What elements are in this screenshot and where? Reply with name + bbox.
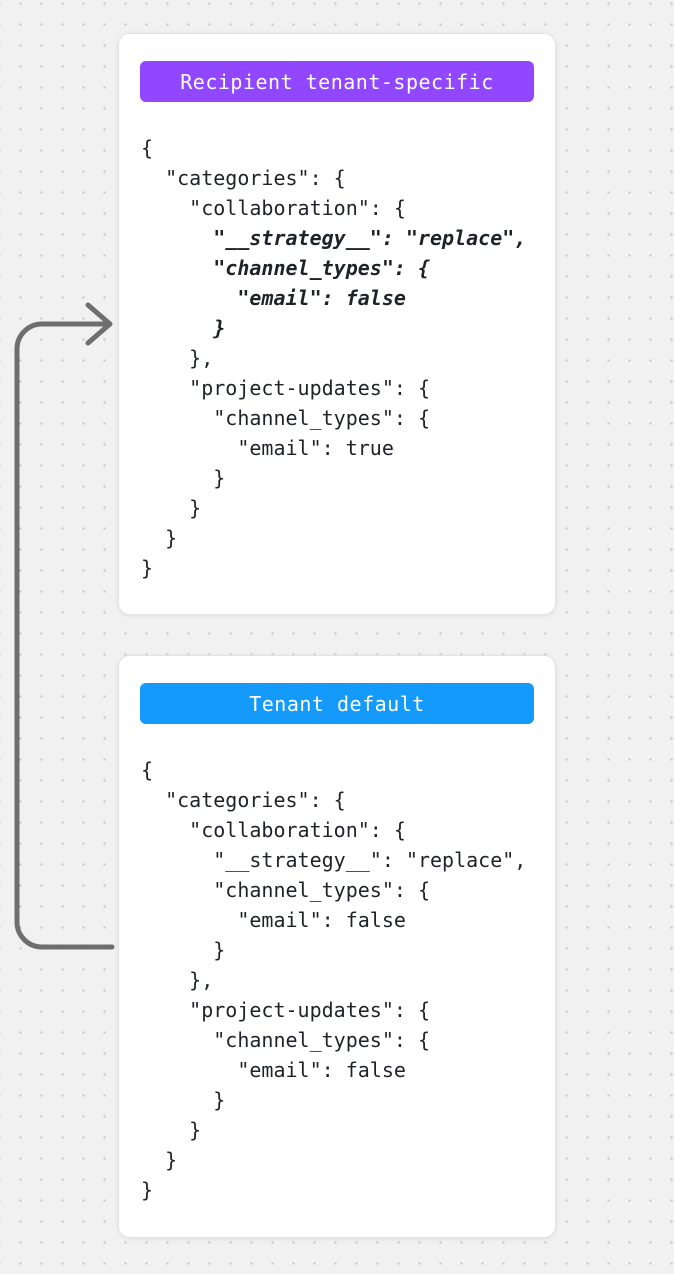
code-line: "channel_types": { (141, 256, 430, 280)
code-line: "categories": { (141, 166, 346, 190)
code-line: "collaboration": { (141, 196, 406, 220)
tenant-default-badge: Tenant default (140, 683, 534, 724)
code-line: "categories": { (141, 788, 346, 812)
code-line: }, (141, 968, 214, 992)
code-line: "email": false (141, 286, 406, 310)
code-line: } (141, 496, 202, 520)
code-line: } (141, 1178, 154, 1202)
arrow-line (14, 321, 115, 950)
code-line: } (141, 316, 226, 340)
code-line: } (141, 1148, 178, 1172)
code-line: { (141, 136, 154, 160)
code-line: }, (141, 346, 214, 370)
code-line: "project-updates": { (141, 998, 430, 1022)
merge-flow-arrow (14, 302, 115, 950)
code-line: "email": true (141, 436, 394, 460)
code-line: "project-updates": { (141, 376, 430, 400)
json-code-block-tenant-default: { "categories": { "collaboration": { "__… (141, 755, 555, 1205)
code-line: } (141, 556, 154, 580)
code-line: } (141, 526, 178, 550)
code-line: "__strategy__": "replace", (141, 226, 527, 250)
json-code-block-recipient: { "categories": { "collaboration": { "__… (141, 133, 555, 583)
code-line: "email": false (141, 908, 406, 932)
code-line: "channel_types": { (141, 878, 430, 902)
code-line: } (141, 466, 226, 490)
card-recipient-tenant-specific: Recipient tenant-specific { "categories"… (118, 33, 556, 615)
arrowhead-icon (85, 302, 113, 346)
code-line: { (141, 758, 154, 782)
card-tenant-default: Tenant default { "categories": { "collab… (118, 655, 556, 1238)
code-line: "__strategy__": "replace", (141, 848, 527, 872)
code-line: "channel_types": { (141, 1028, 430, 1052)
code-line: } (141, 1118, 202, 1142)
recipient-tenant-specific-badge: Recipient tenant-specific (140, 61, 534, 102)
code-line: } (141, 938, 226, 962)
code-line: "email": false (141, 1058, 406, 1082)
code-line: "channel_types": { (141, 406, 430, 430)
code-line: } (141, 1088, 226, 1112)
code-line: "collaboration": { (141, 818, 406, 842)
